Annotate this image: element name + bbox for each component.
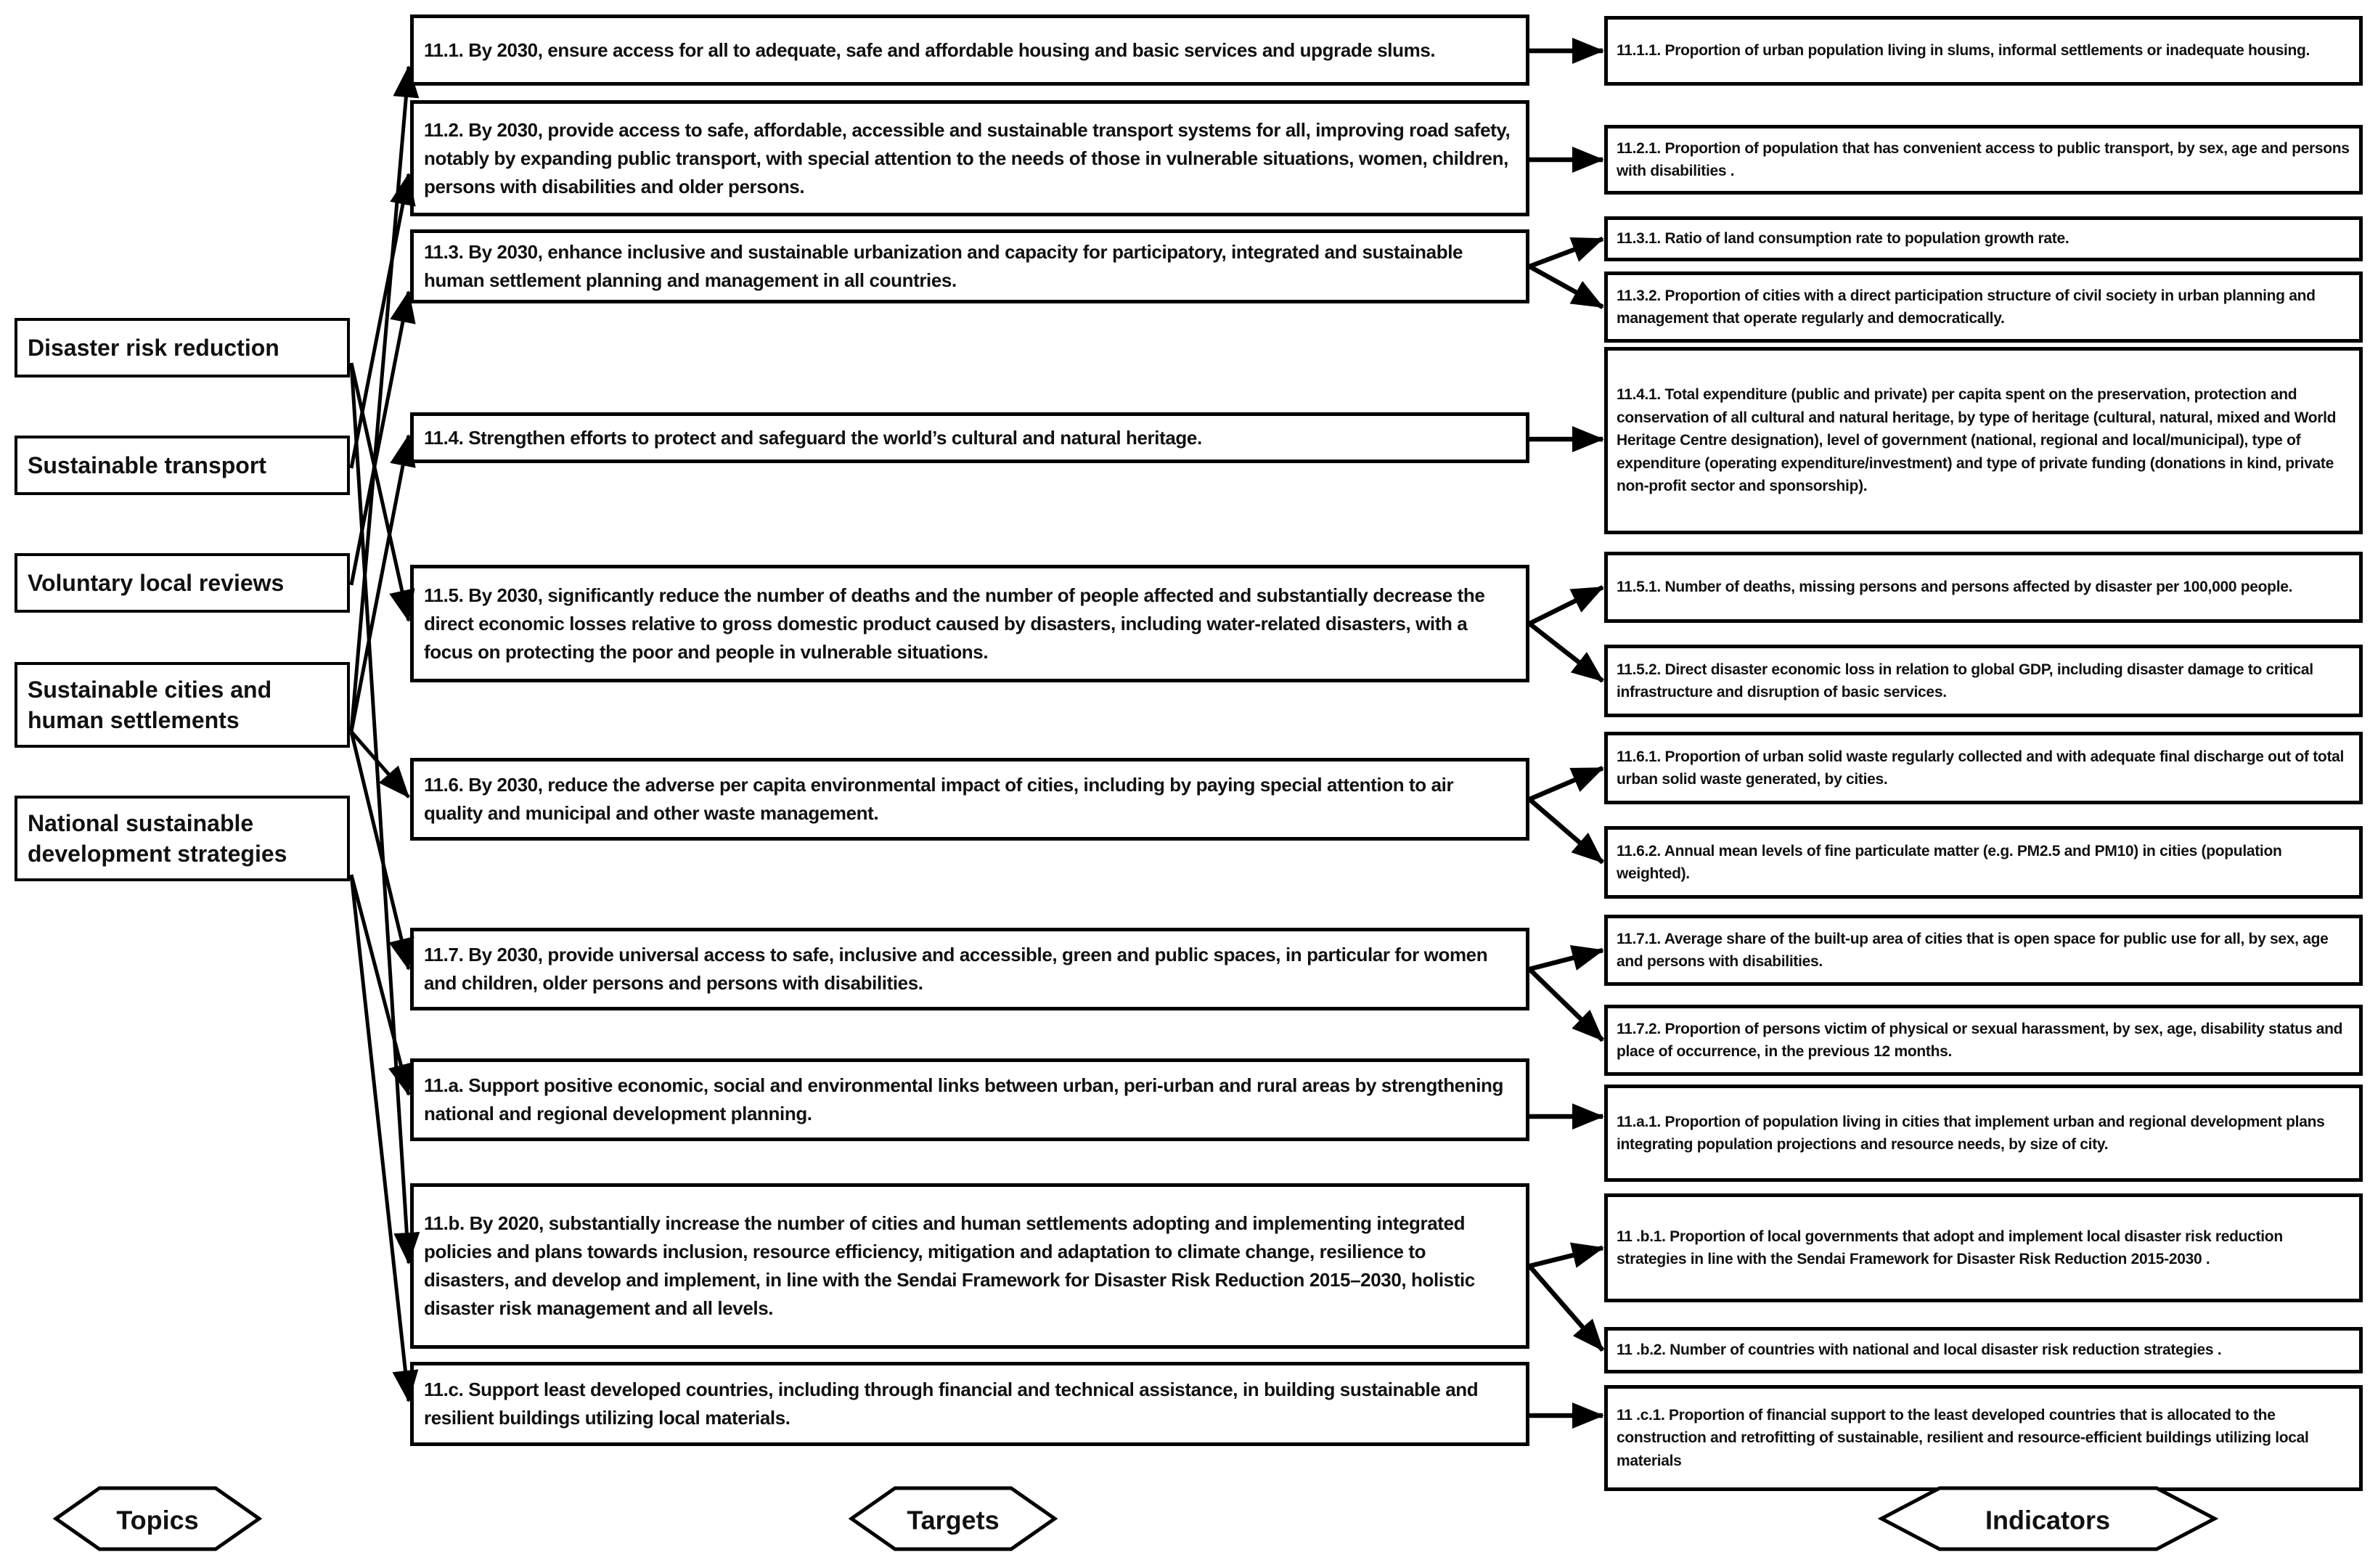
target-text: 11.3. By 2030, enhance inclusive and sus… xyxy=(424,241,1463,291)
indicator-box-11-b-1: 11 .b.1. Proportion of local governments… xyxy=(1604,1193,2363,1302)
indicator-box-11-6-2: 11.6.2. Annual mean levels of fine parti… xyxy=(1604,826,2363,899)
arrow-cities-to-11-4 xyxy=(349,434,416,732)
indicator-text: 11.5.2. Direct disaster economic loss in… xyxy=(1617,661,2313,701)
target-box-11-3: 11.3. By 2030, enhance inclusive and sus… xyxy=(410,229,1529,303)
target-box-11-a: 11.a. Support positive economic, social … xyxy=(410,1058,1529,1141)
arrow-11-3-to-11-3-1 xyxy=(1528,236,1604,269)
arrow-11-7-to-11-7-2 xyxy=(1527,967,1605,1042)
target-text: 11.1. By 2030, ensure access for all to … xyxy=(424,38,1436,61)
arrow-disaster-to-11-b xyxy=(349,362,420,1265)
indicator-text: 11 .b.1. Proportion of local governments… xyxy=(1617,1228,2283,1268)
indicator-text: 11.a.1. Proportion of population living … xyxy=(1617,1113,2325,1153)
indicator-text: 11.2.1. Proportion of population that ha… xyxy=(1617,139,2350,180)
target-box-11-1: 11.1. By 2030, ensure access for all to … xyxy=(410,15,1529,86)
target-box-11-7: 11.7. By 2030, provide universal access … xyxy=(410,928,1529,1010)
indicator-box-11-4-1: 11.4.1. Total expenditure (public and pr… xyxy=(1604,347,2363,534)
topic-box-voluntary-local-reviews: Voluntary local reviews xyxy=(15,553,350,613)
topic-label: Sustainable transport xyxy=(28,452,266,478)
arrow-cities-to-11-7 xyxy=(349,731,414,971)
arrow-11-b-to-11-b-1 xyxy=(1529,1242,1604,1269)
target-text: 11.7. By 2030, provide universal access … xyxy=(424,944,1488,994)
indicator-box-11-1-1: 11.1.1. Proportion of urban population l… xyxy=(1604,16,2363,86)
arrow-reviews-to-11-3 xyxy=(349,290,416,586)
topic-box-sustainable-cities: Sustainable cities and human settlements xyxy=(15,662,350,748)
target-box-11-b: 11.b. By 2020, substantially increase th… xyxy=(410,1183,1529,1349)
indicator-box-11-2-1: 11.2.1. Proportion of population that ha… xyxy=(1604,125,2363,195)
target-box-11-2: 11.2. By 2030, provide access to safe, a… xyxy=(410,100,1529,216)
arrow-11-6-to-11-6-2 xyxy=(1527,797,1605,865)
indicator-box-11-6-1: 11.6.1. Proportion of urban solid waste … xyxy=(1604,732,2363,804)
arrow-11-6-to-11-6-1 xyxy=(1528,766,1604,801)
arrow-11-7-to-11-7-1 xyxy=(1529,945,1604,972)
topic-box-national-strategies: National sustainable development strateg… xyxy=(15,796,350,881)
indicator-text: 11 .b.2. Number of countries with nation… xyxy=(1617,1342,2222,1359)
target-box-11-c: 11.c. Support least developed countries,… xyxy=(410,1362,1529,1446)
arrow-11-3-to-11-3-2 xyxy=(1528,264,1604,309)
indicators-hexagon-label: Indicators xyxy=(1985,1506,2110,1535)
arrow-cities-to-11-6 xyxy=(350,730,410,799)
target-box-11-5: 11.5. By 2030, significantly reduce the … xyxy=(410,565,1529,682)
target-text: 11.c. Support least developed countries,… xyxy=(424,1379,1479,1429)
topic-to-target-arrows xyxy=(349,65,420,1402)
arrow-11-5-to-11-5-2 xyxy=(1527,621,1605,683)
indicator-text: 11.1.1. Proportion of urban population l… xyxy=(1617,42,2310,60)
indicator-text: 11.5.1. Number of deaths, missing person… xyxy=(1617,579,2293,596)
indicator-box-11-5-1: 11.5.1. Number of deaths, missing person… xyxy=(1604,552,2363,623)
indicator-text: 11.6.1. Proportion of urban solid waste … xyxy=(1617,748,2345,788)
indicator-text: 11.7.2. Proportion of persons victim of … xyxy=(1617,1020,2343,1061)
targets-hexagon xyxy=(848,1486,1058,1551)
indicator-box-11-b-2: 11 .b.2. Number of countries with nation… xyxy=(1604,1327,2363,1373)
indicator-box-11-7-2: 11.7.2. Proportion of persons victim of … xyxy=(1604,1005,2363,1076)
target-text: 11.b. By 2020, substantially increase th… xyxy=(424,1212,1475,1319)
indicators-hexagon xyxy=(1877,1486,2219,1551)
indicator-box-11-a-1: 11.a.1. Proportion of population living … xyxy=(1604,1085,2363,1182)
target-text: 11.4. Strengthen efforts to protect and … xyxy=(424,426,1202,449)
arrow-11-5-to-11-5-1 xyxy=(1528,585,1604,626)
target-text: 11.5. By 2030, significantly reduce the … xyxy=(424,584,1485,663)
legend-row: Topics Targets Indicators xyxy=(52,1486,2219,1551)
target-box-11-6: 11.6. By 2030, reduce the adverse per ca… xyxy=(410,758,1529,841)
topic-box-disaster-risk-reduction: Disaster risk reduction xyxy=(15,318,350,377)
indicator-text: 11.6.2. Annual mean levels of fine parti… xyxy=(1617,842,2282,883)
indicator-text: 11.7.1. Average share of the built-up ar… xyxy=(1617,930,2329,971)
indicator-text: 11 .c.1. Proportion of financial support… xyxy=(1617,1406,2309,1469)
indicator-box-11-3-1: 11.3.1. Ratio of land consumption rate t… xyxy=(1604,216,2363,261)
arrow-national-to-11-c xyxy=(349,874,419,1402)
indicator-box-11-c-1: 11 .c.1. Proportion of financial support… xyxy=(1604,1385,2363,1491)
target-to-indicator-arrows xyxy=(1527,38,1605,1429)
topic-label: Disaster risk reduction xyxy=(28,334,279,361)
topic-label: Sustainable cities and human settlements xyxy=(28,676,272,733)
arrow-disaster-to-11-5 xyxy=(349,362,415,622)
indicator-box-11-5-2: 11.5.2. Direct disaster economic loss in… xyxy=(1604,645,2363,717)
topics-hexagon-label: Topics xyxy=(116,1506,198,1535)
topics-hexagon xyxy=(52,1486,263,1551)
arrow-national-to-11-a xyxy=(349,874,414,1096)
target-text: 11.a. Support positive economic, social … xyxy=(424,1074,1504,1124)
arrow-cities-to-11-1 xyxy=(349,65,420,732)
arrow-transport-to-11-2 xyxy=(349,173,416,469)
topic-label: Voluntary local reviews xyxy=(28,569,285,596)
target-text: 11.2. By 2030, provide access to safe, a… xyxy=(424,118,1511,197)
indicator-text: 11.4.1. Total expenditure (public and pr… xyxy=(1617,386,2337,495)
target-box-11-4: 11.4. Strengthen efforts to protect and … xyxy=(410,412,1529,463)
indicator-text: 11.3.2. Proportion of cities with a dire… xyxy=(1617,287,2316,327)
targets-hexagon-label: Targets xyxy=(907,1506,999,1535)
topic-label: National sustainable development strateg… xyxy=(28,809,287,867)
indicator-text: 11.3.1. Ratio of land consumption rate t… xyxy=(1617,230,2069,248)
topic-box-sustainable-transport: Sustainable transport xyxy=(15,436,350,495)
target-text: 11.6. By 2030, reduce the adverse per ca… xyxy=(424,774,1454,824)
indicator-box-11-7-1: 11.7.1. Average share of the built-up ar… xyxy=(1604,915,2363,986)
indicator-box-11-3-2: 11.3.2. Proportion of cities with a dire… xyxy=(1604,271,2363,343)
arrow-11-b-to-11-b-2 xyxy=(1527,1264,1605,1352)
